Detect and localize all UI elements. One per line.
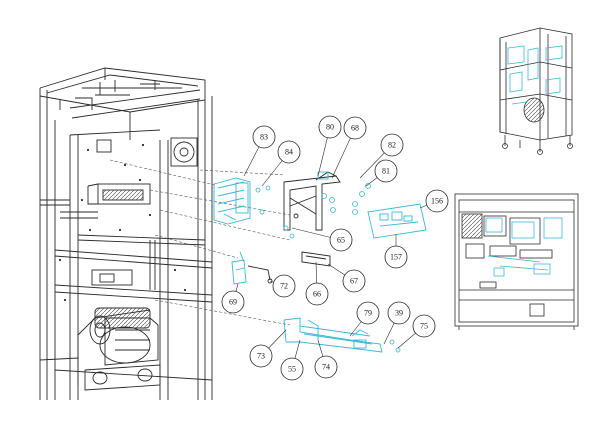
callout-circle-80 [318,115,342,139]
callout-layer: 83 84 80 68 82 81 156 65 157 72 66 67 69 79 39 75 73 55 74 [221,115,449,381]
exploded-view-leaders [109,159,291,326]
part-80-frame-bracket [283,171,341,231]
callout-83: 83 [243,125,276,177]
callout-label-67: 67 [350,277,358,286]
callout-circle-157 [384,245,408,269]
callout-circle-83 [252,125,276,149]
callout-circle-82 [380,133,404,157]
callout-81: 81 [365,159,398,187]
callout-label-82: 82 [388,141,396,150]
callout-circle-79 [356,301,380,325]
callout-circle-68 [343,116,367,140]
callout-68: 68 [331,116,367,179]
callout-circle-75 [412,314,436,338]
part-79-long-bracket [283,317,383,353]
part-66-rail [301,251,331,267]
callout-circle-84 [277,140,301,164]
callout-label-84: 84 [285,148,293,157]
callout-73: 73 [249,329,287,368]
callout-67: 67 [327,263,366,293]
callout-label-74: 74 [322,363,330,372]
callout-39: 39 [383,301,411,345]
part-72-rod [247,265,273,284]
front-view-panel [454,193,579,330]
callout-circle-73 [249,344,273,368]
callout-label-79: 79 [364,309,372,318]
callout-label-39: 39 [395,309,403,318]
callout-72: 72 [269,274,296,298]
callout-156: 156 [419,189,449,213]
callout-label-66: 66 [313,290,321,299]
compressor [39,307,161,391]
callout-label-69: 69 [229,298,237,307]
callout-circle-81 [374,159,398,183]
callout-55: 55 [280,339,304,381]
callout-circle-39 [387,301,411,325]
callout-84: 84 [261,140,301,187]
callout-label-83: 83 [260,133,268,142]
callout-label-81: 81 [382,167,390,176]
part-83-bracket-assembly [213,177,251,225]
callout-label-65: 65 [337,236,345,245]
main-cabinet-frame [39,67,213,400]
callout-157: 157 [384,234,408,269]
callout-75: 75 [397,314,436,349]
callout-69: 69 [221,283,245,314]
callout-circle-72 [272,274,296,298]
callout-circle-74 [314,355,338,379]
callout-label-80: 80 [326,123,334,132]
callout-circle-65 [329,228,353,252]
callout-label-75: 75 [420,322,428,331]
part-157-circuit-board [367,203,427,239]
callout-label-156: 156 [431,197,443,206]
callout-circle-67 [342,269,366,293]
callout-label-68: 68 [351,124,359,133]
isometric-thumbnail [499,27,573,155]
callout-label-55: 55 [288,365,296,374]
callout-circle-156 [425,189,449,213]
callout-circle-55 [280,357,304,381]
callout-66: 66 [305,261,329,306]
callout-label-73: 73 [257,352,265,361]
callout-74: 74 [314,339,338,379]
callout-82: 82 [359,133,404,179]
callout-80: 80 [317,115,342,177]
callout-circle-69 [221,290,245,314]
callout-65: 65 [291,227,353,252]
callout-circle-66 [305,282,329,306]
callout-label-72: 72 [280,282,288,291]
callout-79: 79 [349,301,380,337]
hardware-fasteners [255,183,401,353]
part-69-clamp [231,251,247,285]
callout-label-157: 157 [390,253,402,262]
